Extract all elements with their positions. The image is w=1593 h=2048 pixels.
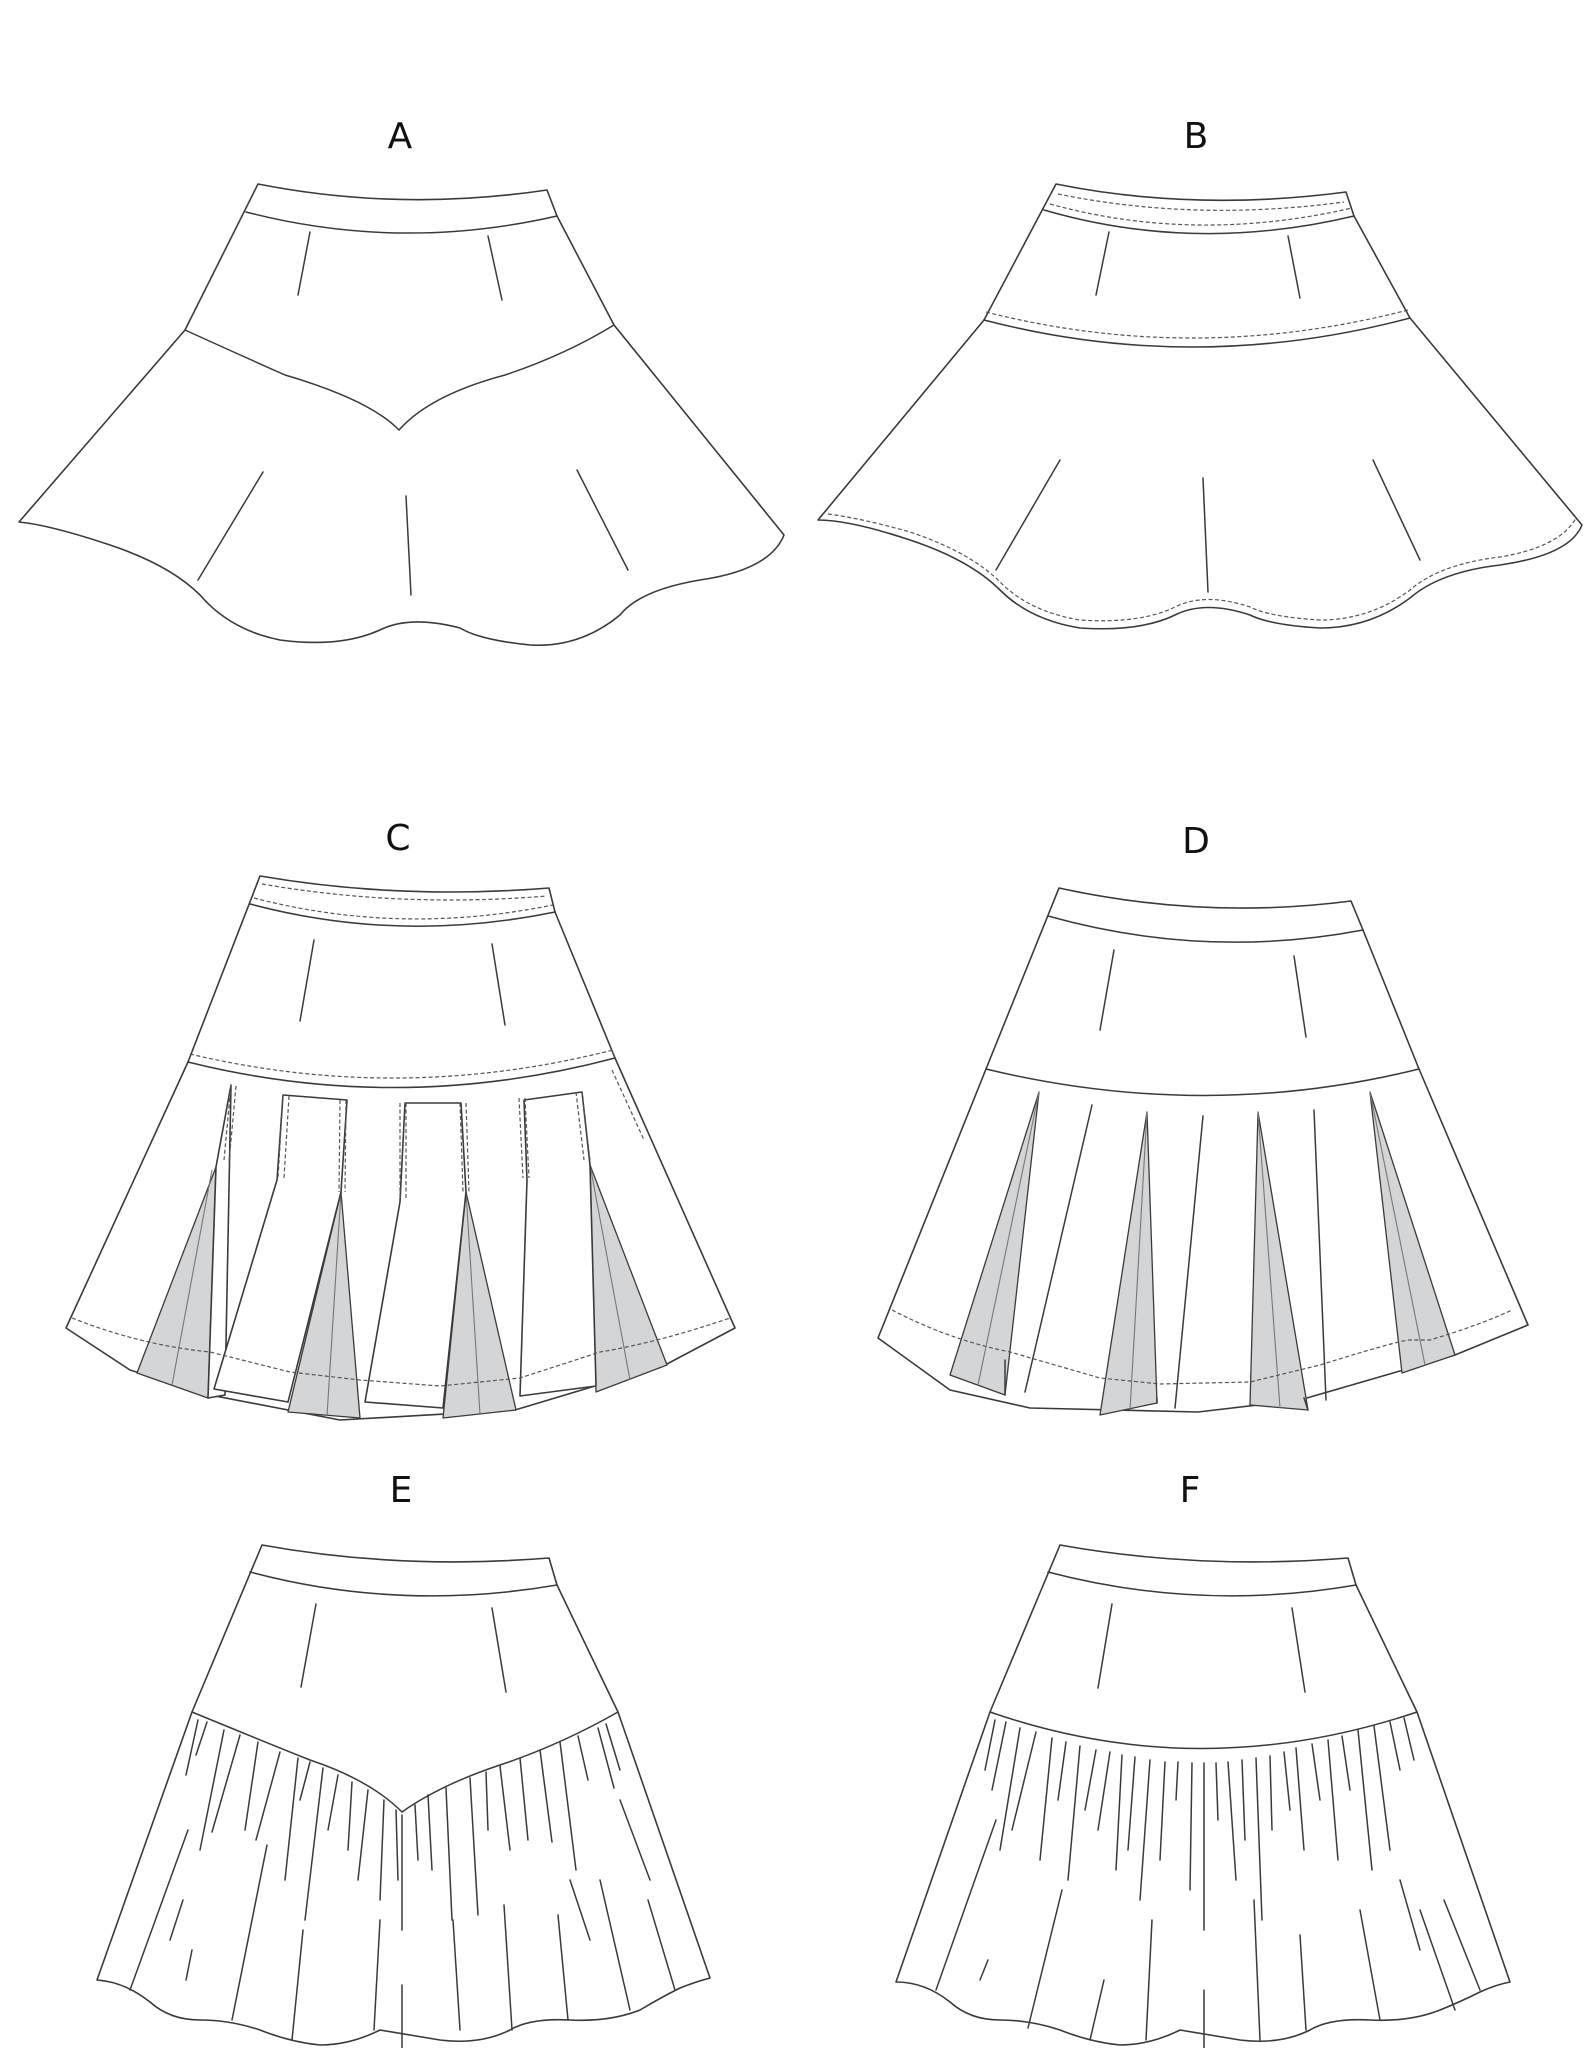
yoke-seam-f [989,1711,1418,1750]
skirt-view-f: F [895,1470,1511,2048]
pleat-inner-d-1 [949,1091,1040,1396]
flare-line-b-1 [995,459,1061,571]
pleat-panel-c-2 [213,1094,348,1403]
dart-e-left [300,1603,317,1688]
waistband-seam-e [249,1571,558,1597]
view-label-e: E [390,1470,413,1511]
dart-b-left [1095,231,1110,296]
hem-topstitch-d [891,1309,1513,1385]
pleat-fold-d-4 [1004,1359,1309,1411]
waistband-topstitch-b-2 [1049,203,1353,226]
view-label-c: C [385,818,410,859]
dart-a-left [297,231,311,296]
dart-f-right [1291,1607,1306,1693]
gather-lines-e [129,1719,676,2048]
gather-lines-f [935,1717,1481,2048]
flare-line-a-1 [197,471,264,581]
waistband-topstitch-b-1 [1057,193,1345,211]
pleat-inner-c-2 [287,1191,361,1419]
pleat-inner-d-3 [1249,1111,1309,1411]
drop-yoke-seam-c [187,1057,616,1089]
pleat-stitch-c-4 [399,1103,407,1200]
skirt-d-outline [877,887,1529,1413]
drop-yoke-seam-d [985,1068,1420,1097]
dart-f-left [1097,1603,1113,1689]
skirt-e-outline [96,1544,711,2046]
hem-topstitch-b [827,513,1577,622]
skirt-view-e: E [96,1470,711,2048]
yoke-seam-a [184,324,615,432]
view-label-a: A [388,116,413,157]
yoke-seam-b [983,317,1411,348]
dart-c-right [491,943,506,1026]
dart-e-right [491,1607,507,1693]
dart-a-right [487,235,503,301]
waistband-seam-f [1047,1571,1357,1597]
pleat-stitch-c-3 [338,1099,347,1193]
pleat-fold-d-1 [1024,1104,1093,1393]
skirt-f-outline [895,1544,1511,2046]
pleat-stitch-c-5 [459,1102,470,1193]
yoke-topstitch-b [985,309,1409,339]
skirt-b-outline [817,183,1583,630]
waistband-topstitch-c-2 [253,897,554,920]
pleat-panel-c-3 [364,1102,467,1409]
waistband-topstitch-c-1 [261,883,548,901]
view-label-f: F [1180,1470,1201,1511]
pleat-fold-d-3 [1313,1109,1327,1401]
skirt-view-c: C [65,818,736,1421]
dart-b-right [1287,235,1301,299]
flare-line-b-2 [1202,477,1209,593]
waistband-seam-b [1043,209,1355,235]
pleat-stitch-c-7 [575,1091,591,1161]
pleat-stitch-c-2 [277,1094,290,1179]
pleat-panel-c-4 [519,1091,597,1397]
flare-line-a-2 [405,495,412,596]
skirt-view-b: B [817,116,1583,630]
pleat-panel-c-1 [207,1084,232,1399]
hem-topstitch-c [71,1317,731,1387]
skirt-a-outline [18,183,785,647]
dart-d-left [1099,949,1115,1031]
dart-c-left [299,939,315,1022]
view-label-b: B [1184,116,1209,157]
pleat-fold-d-2 [1174,1115,1204,1409]
flare-line-b-3 [1372,459,1421,561]
waistband-seam-a [245,211,558,234]
dart-d-right [1293,955,1307,1038]
view-label-d: D [1182,821,1210,862]
pleat-inner-d-4 [1369,1091,1456,1374]
flare-line-a-3 [576,469,629,571]
skirt-view-d: D [877,821,1529,1416]
waistband-seam-c [249,903,556,927]
pleat-stitch-c-6 [518,1097,530,1179]
skirt-view-a: A [18,116,785,647]
waistband-seam-d [1047,915,1364,943]
